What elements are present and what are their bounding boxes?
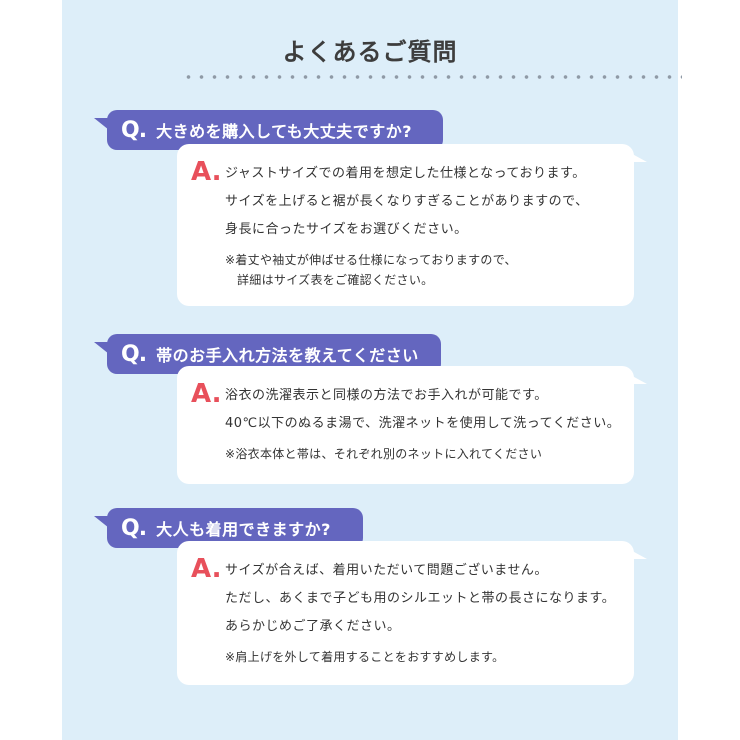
answer-line: サイズが合えば、着用いただいて問題ございません。 (225, 563, 548, 578)
answer-line: サイズを上げると裾が長くなりすぎることがありますので、 (225, 194, 589, 209)
note-line: ※着丈や袖丈が伸ばせる仕様になっておりますので、 (225, 253, 517, 267)
answer-mark-label: A. (191, 157, 222, 187)
answer-note: ※肩上げを外して着用することをおすすめします。 (225, 647, 620, 667)
note-line: 詳細はサイズ表をご確認ください。 (237, 273, 434, 287)
question-mark-label: Q. (121, 515, 147, 541)
faq-answer-2: A. 浴衣の洗濯表示と同様の方法でお手入れが可能です。 40℃以下のぬるま湯で、… (177, 366, 647, 484)
answer-line: ただし、あくまで子ども用のシルエットと帯の長さになります。 (225, 591, 616, 606)
question-text: 大きめを購入しても大丈夫ですか? (156, 122, 413, 141)
faq-question-2: Q. 帯のお手入れ方法を教えてください (107, 334, 441, 374)
faq-question-1: Q. 大きめを購入しても大丈夫ですか? (107, 110, 443, 150)
answer-line: ジャストサイズでの着用を想定した仕様となっております。 (225, 166, 586, 181)
note-line: ※浴衣本体と帯は、それぞれ別のネットに入れてください (225, 447, 543, 461)
answer-mark-label: A. (191, 379, 222, 409)
answer-mark-label: A. (191, 554, 222, 584)
faq-answer-1: A. ジャストサイズでの着用を想定した仕様となっております。 サイズを上げると裾… (177, 144, 647, 306)
answer-line: 浴衣の洗濯表示と同様の方法でお手入れが可能です。 (225, 388, 548, 403)
question-text: 帯のお手入れ方法を教えてください (156, 346, 419, 365)
question-mark-label: Q. (121, 341, 147, 367)
answer-note: ※着丈や袖丈が伸ばせる仕様になっておりますので、 詳細はサイズ表をご確認ください… (225, 250, 620, 290)
note-line: ※肩上げを外して着用することをおすすめします。 (225, 650, 505, 664)
page-title: よくあるご質問 (282, 38, 458, 66)
question-text: 大人も着用できますか? (156, 520, 331, 539)
question-mark-label: Q. (121, 117, 147, 143)
dotted-divider (182, 75, 682, 79)
answer-line: 40℃以下のぬるま湯で、洗濯ネットを使用して洗ってください。 (225, 416, 621, 431)
answer-note: ※浴衣本体と帯は、それぞれ別のネットに入れてください (225, 444, 620, 464)
answer-line: あらかじめご了承ください。 (225, 619, 401, 634)
answer-line: 身長に合ったサイズをお選びください。 (225, 222, 468, 237)
faq-answer-3: A. サイズが合えば、着用いただいて問題ございません。 ただし、あくまで子ども用… (177, 541, 647, 685)
